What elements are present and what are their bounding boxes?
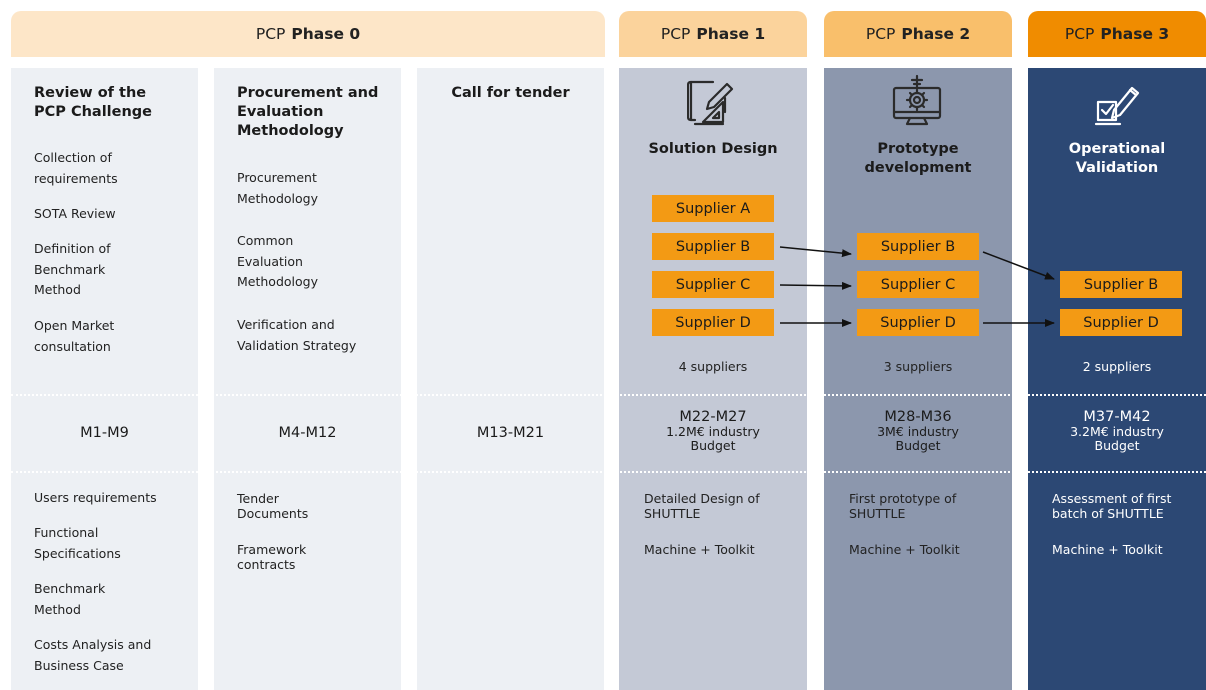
phase3-supplier-b: Supplier B: [1060, 271, 1182, 298]
phase1-title: Solution Design: [648, 141, 778, 157]
review-item: Open Market consultation: [34, 318, 115, 354]
phase2-supplier-c: Supplier C: [857, 271, 979, 298]
header-prefix: PCP: [865, 25, 896, 43]
phase2-budget-line2: Budget: [895, 438, 941, 453]
header-phase-label: Phase 1: [696, 25, 766, 43]
phase2-output-2: Machine + Toolkit: [849, 542, 960, 557]
phase1-budget-line2: Budget: [690, 438, 736, 453]
phase0-column-call: [417, 68, 604, 690]
phase0-column-review: [11, 68, 198, 690]
computer-gear-icon: [892, 74, 942, 126]
review-output: Costs Analysis and Business Case: [34, 637, 152, 673]
review-output: Benchmark Method: [34, 581, 106, 617]
phase2-title: Prototype development: [864, 141, 972, 176]
arrow-b-phase1-to-phase2: [779, 246, 852, 258]
phase1-supplier-count: 4 suppliers: [678, 359, 748, 374]
phase2-months: M28-M36 3M€ industry Budget: [824, 409, 1012, 453]
phase3-months-label: M37-M42: [1083, 409, 1151, 425]
review-output: Functional Specifications: [34, 525, 121, 561]
row-separator: [11, 394, 1206, 396]
phase3-budget-line2: Budget: [1094, 438, 1140, 453]
review-months: M1-M9: [80, 425, 129, 441]
header-phase-2: PCP Phase 2: [824, 11, 1012, 57]
arrow-c-phase1-to-phase2: [779, 281, 852, 290]
header-phase-label: Phase 2: [901, 25, 971, 43]
review-item: SOTA Review: [34, 206, 116, 221]
row-separator: [11, 471, 1206, 473]
header-prefix: PCP: [255, 25, 286, 43]
phase1-supplier-b: Supplier B: [652, 233, 774, 260]
phase1-budget-line1: 1.2M€ industry: [666, 424, 760, 439]
phase1-months: M22-M27 1.2M€ industry Budget: [619, 409, 807, 453]
phase3-output-2: Machine + Toolkit: [1052, 542, 1163, 557]
phase2-supplier-b: Supplier B: [857, 233, 979, 260]
header-prefix: PCP: [1064, 25, 1095, 43]
phase1-months-label: M22-M27: [679, 409, 747, 425]
procurement-output: Tender Documents: [237, 491, 309, 521]
header-phase-label: Phase 0: [291, 25, 361, 43]
call-title: Call for tender: [451, 85, 570, 101]
phase1-supplier-c: Supplier C: [652, 271, 774, 298]
procurement-item: Procurement Methodology: [237, 170, 318, 206]
phase3-title: Operational Validation: [1068, 141, 1166, 176]
procurement-item: Common Evaluation Methodology: [237, 233, 318, 289]
header-prefix: PCP: [660, 25, 691, 43]
header-phase-0: PCP Phase 0: [11, 11, 605, 57]
review-item: Definition of Benchmark Method: [34, 241, 111, 297]
phase3-output: Assessment of first batch of SHUTTLE: [1052, 491, 1172, 521]
header-phase-3: PCP Phase 3: [1028, 11, 1206, 57]
phase2-months-label: M28-M36: [884, 409, 952, 425]
phase2-column: [824, 68, 1012, 690]
phase1-supplier-a: Supplier A: [652, 195, 774, 222]
phase1-column: [619, 68, 807, 690]
procurement-output: Framework contracts: [237, 542, 307, 572]
call-months: M13-M21: [476, 425, 545, 441]
phase1-output: Detailed Design of SHUTTLE: [644, 491, 760, 521]
phase2-budget-line1: 3M€ industry: [877, 424, 959, 439]
header-phase-label: Phase 3: [1100, 25, 1170, 43]
header-phase-1: PCP Phase 1: [619, 11, 807, 57]
phase3-column: [1028, 68, 1206, 690]
review-title: Review of the PCP Challenge: [34, 85, 153, 120]
review-item: Collection of requirements: [34, 150, 118, 186]
arrow-b-phase2-to-phase3: [982, 251, 1055, 280]
phase2-output: First prototype of SHUTTLE: [849, 491, 957, 521]
phase0-column-procurement: [214, 68, 401, 690]
procurement-title: Procurement and Evaluation Methodology: [237, 85, 379, 139]
phase2-supplier-d: Supplier D: [857, 309, 979, 336]
phase1-supplier-d: Supplier D: [652, 309, 774, 336]
phase3-budget-line1: 3.2M€ industry: [1070, 424, 1164, 439]
procurement-months: M4-M12: [278, 425, 337, 441]
phase1-output-2: Machine + Toolkit: [644, 542, 755, 557]
review-output: Users requirements: [34, 490, 157, 505]
design-drafting-icon: [687, 80, 734, 126]
procurement-item: Verification and Validation Strategy: [237, 317, 357, 353]
phase3-supplier-count: 2 suppliers: [1082, 359, 1152, 374]
checklist-pen-icon: [1094, 86, 1140, 126]
phase3-supplier-d: Supplier D: [1060, 309, 1182, 336]
phase3-months: M37-M42 3.2M€ industry Budget: [1028, 409, 1206, 453]
phase2-supplier-count: 3 suppliers: [883, 359, 953, 374]
